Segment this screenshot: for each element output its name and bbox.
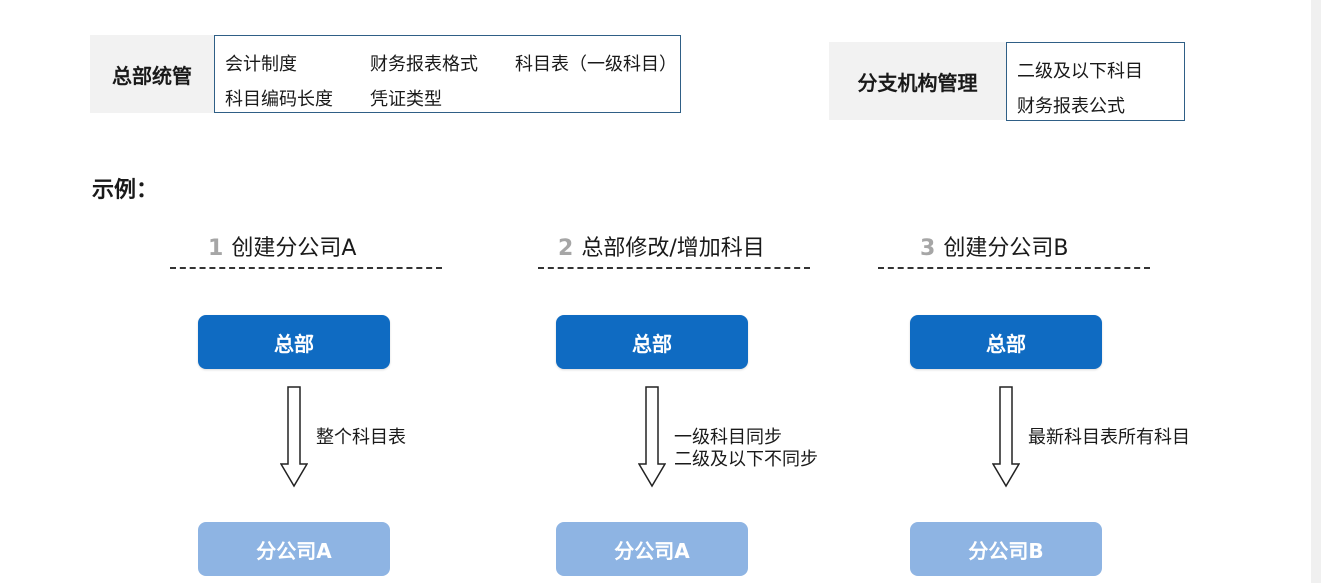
step-2-flow-label: 一级科目同步 二级及以下不同步 — [674, 427, 818, 471]
step-3-flow-line-1: 最新科目表所有科目 — [1028, 427, 1190, 448]
step-1-down-arrow — [280, 386, 308, 488]
hq-item-report-format: 财务报表格式 — [370, 54, 478, 75]
step-3-heading: 3 创建分公司B — [920, 230, 1068, 262]
step-2-number: 2 — [558, 236, 574, 261]
step-1-heading: 1 创建分公司A — [208, 230, 356, 262]
step-2-heading: 2 总部修改/增加科目 — [558, 230, 765, 262]
step-1-divider — [170, 267, 442, 269]
hq-item-voucher-type: 凭证类型 — [370, 89, 442, 110]
right-edge-bar — [1311, 0, 1321, 583]
hq-item-code-length: 科目编码长度 — [225, 89, 333, 110]
step-2-branch-node: 分公司A — [556, 522, 748, 576]
step-2-title: 总部修改/增加科目 — [581, 236, 765, 261]
step-2-down-arrow — [638, 386, 666, 488]
step-2-flow-line-2: 二级及以下不同步 — [674, 449, 818, 470]
step-2-flow-line-1: 一级科目同步 — [674, 427, 782, 448]
branch-control-items-box: 二级及以下科目 财务报表公式 — [1006, 42, 1185, 121]
step-2-divider — [538, 267, 810, 269]
step-3-down-arrow — [992, 386, 1020, 488]
step-3-hq-node: 总部 — [910, 315, 1102, 369]
step-3-title: 创建分公司B — [943, 236, 1069, 261]
hq-control-label: 总部统管 — [90, 35, 214, 113]
hq-item-accounting-system: 会计制度 — [225, 54, 297, 75]
step-3-divider — [878, 267, 1150, 269]
step-3-flow-label: 最新科目表所有科目 — [1028, 427, 1190, 449]
branch-item-report-formula: 财务报表公式 — [1017, 96, 1125, 117]
branch-control-label: 分支机构管理 — [829, 42, 1006, 120]
step-1-flow-line-1: 整个科目表 — [316, 427, 406, 448]
hq-control-items-box: 会计制度 财务报表格式 科目表（一级科目） 科目编码长度 凭证类型 — [214, 35, 681, 113]
step-1-title: 创建分公司A — [231, 236, 357, 261]
branch-item-sub-accounts: 二级及以下科目 — [1017, 61, 1143, 82]
step-2-hq-node: 总部 — [556, 315, 748, 369]
step-3-number: 3 — [920, 236, 936, 261]
step-1-number: 1 — [208, 236, 224, 261]
step-1-hq-node: 总部 — [198, 315, 390, 369]
example-title: 示例： — [92, 178, 159, 203]
step-3-branch-node: 分公司B — [910, 522, 1102, 576]
step-1-flow-label: 整个科目表 — [316, 427, 406, 449]
step-1-branch-node: 分公司A — [198, 522, 390, 576]
hq-item-chart-of-accounts: 科目表（一级科目） — [515, 54, 677, 75]
